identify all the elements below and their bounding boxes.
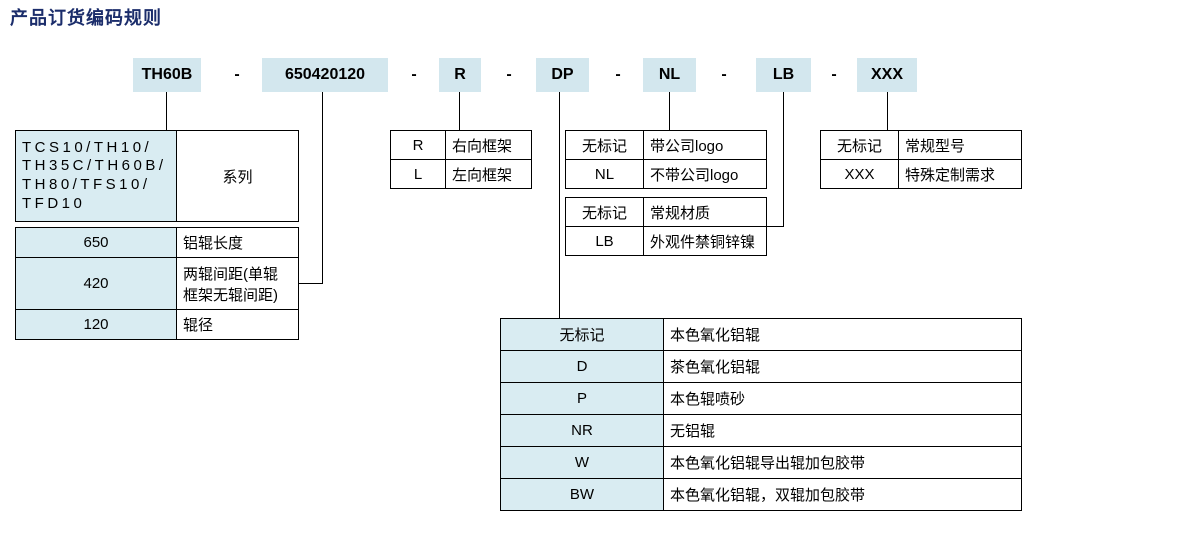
roller-label-cell: 本色辊喷砂 (663, 382, 1022, 415)
frame-key-cell: R (390, 130, 446, 160)
frame-label-cell: 右向框架 (445, 130, 532, 160)
code-separator: - (411, 66, 417, 83)
dim-key-cell: 420 (15, 257, 177, 310)
dim-label-cell: 辊径 (176, 309, 299, 340)
connector-roller-line (559, 92, 560, 318)
roller-label-cell: 茶色氧化铝辊 (663, 350, 1022, 383)
roller-label-cell: 无铝辊 (663, 414, 1022, 447)
dimensions-table: 650 铝辊长度 420 两辊间距(单辊 框架无辊间距) 120 辊径 (15, 227, 299, 340)
roller-key-cell: 无标记 (500, 318, 664, 351)
logo-key-cell: 无标记 (565, 130, 644, 160)
roller-label-cell: 本色氧化铝辊导出辊加包胶带 (663, 446, 1022, 479)
roller-key-cell: D (500, 350, 664, 383)
code-segment-model: XXX (857, 58, 917, 92)
connector-logo-line (669, 92, 670, 130)
code-segment-material: LB (756, 58, 811, 92)
code-segment-logo: NL (643, 58, 696, 92)
series-codes-cell: TCS10/TH10/ TH35C/TH60B/ TH80/TFS10/ TFD… (15, 130, 177, 222)
roller-table: 无标记 本色氧化铝辊 D 茶色氧化铝辊 P 本色辊喷砂 NR 无铝辊 W 本色氧… (500, 318, 1022, 511)
series-table: TCS10/TH10/ TH35C/TH60B/ TH80/TFS10/ TFD… (15, 130, 299, 222)
model-key-cell: 无标记 (820, 130, 899, 160)
logo-label-cell: 带公司logo (643, 130, 767, 160)
roller-label-cell: 本色氧化铝辊，双辊加包胶带 (663, 478, 1022, 511)
model-key-cell: XXX (820, 159, 899, 189)
roller-key-cell: P (500, 382, 664, 415)
code-segment-frame: R (439, 58, 481, 92)
logo-label-cell: 不带公司logo (643, 159, 767, 189)
material-key-cell: LB (565, 226, 644, 256)
connector-dimensions-line (322, 92, 323, 283)
code-separator: - (831, 66, 837, 83)
connector-model-line (887, 92, 888, 130)
logo-table: 无标记 带公司logo NL 不带公司logo (565, 130, 767, 189)
dim-key-cell: 650 (15, 227, 177, 258)
logo-key-cell: NL (565, 159, 644, 189)
connector-material-elbow (766, 226, 784, 227)
code-segment-series: TH60B (133, 58, 201, 92)
model-label-cell: 常规型号 (898, 130, 1022, 160)
connector-frame-line (459, 92, 460, 131)
code-segment-dimensions: 650420120 (262, 58, 388, 92)
material-label-cell: 外观件禁铜锌镍 (643, 226, 767, 256)
dim-label-cell: 两辊间距(单辊 框架无辊间距) (176, 257, 299, 310)
roller-label-cell: 本色氧化铝辊 (663, 318, 1022, 351)
code-segment-roller: DP (536, 58, 589, 92)
material-key-cell: 无标记 (565, 197, 644, 227)
material-table: 无标记 常规材质 LB 外观件禁铜锌镍 (565, 197, 767, 256)
code-separator: - (506, 66, 512, 83)
model-label-cell: 特殊定制需求 (898, 159, 1022, 189)
dim-label-cell: 铝辊长度 (176, 227, 299, 258)
frame-key-cell: L (390, 159, 446, 189)
code-separator: - (721, 66, 727, 83)
connector-series-line (166, 92, 167, 130)
material-label-cell: 常规材质 (643, 197, 767, 227)
roller-key-cell: NR (500, 414, 664, 447)
connector-material-line (783, 92, 784, 226)
frame-label-cell: 左向框架 (445, 159, 532, 189)
connector-dimensions-elbow (298, 283, 323, 284)
dim-key-cell: 120 (15, 309, 177, 340)
code-separator: - (615, 66, 621, 83)
roller-key-cell: W (500, 446, 664, 479)
frame-table: R 右向框架 L 左向框架 (390, 130, 532, 189)
page-title: 产品订货编码规则 (10, 8, 162, 28)
roller-key-cell: BW (500, 478, 664, 511)
code-separator: - (234, 66, 240, 83)
series-label-cell: 系列 (176, 130, 299, 222)
model-table: 无标记 常规型号 XXX 特殊定制需求 (820, 130, 1022, 189)
